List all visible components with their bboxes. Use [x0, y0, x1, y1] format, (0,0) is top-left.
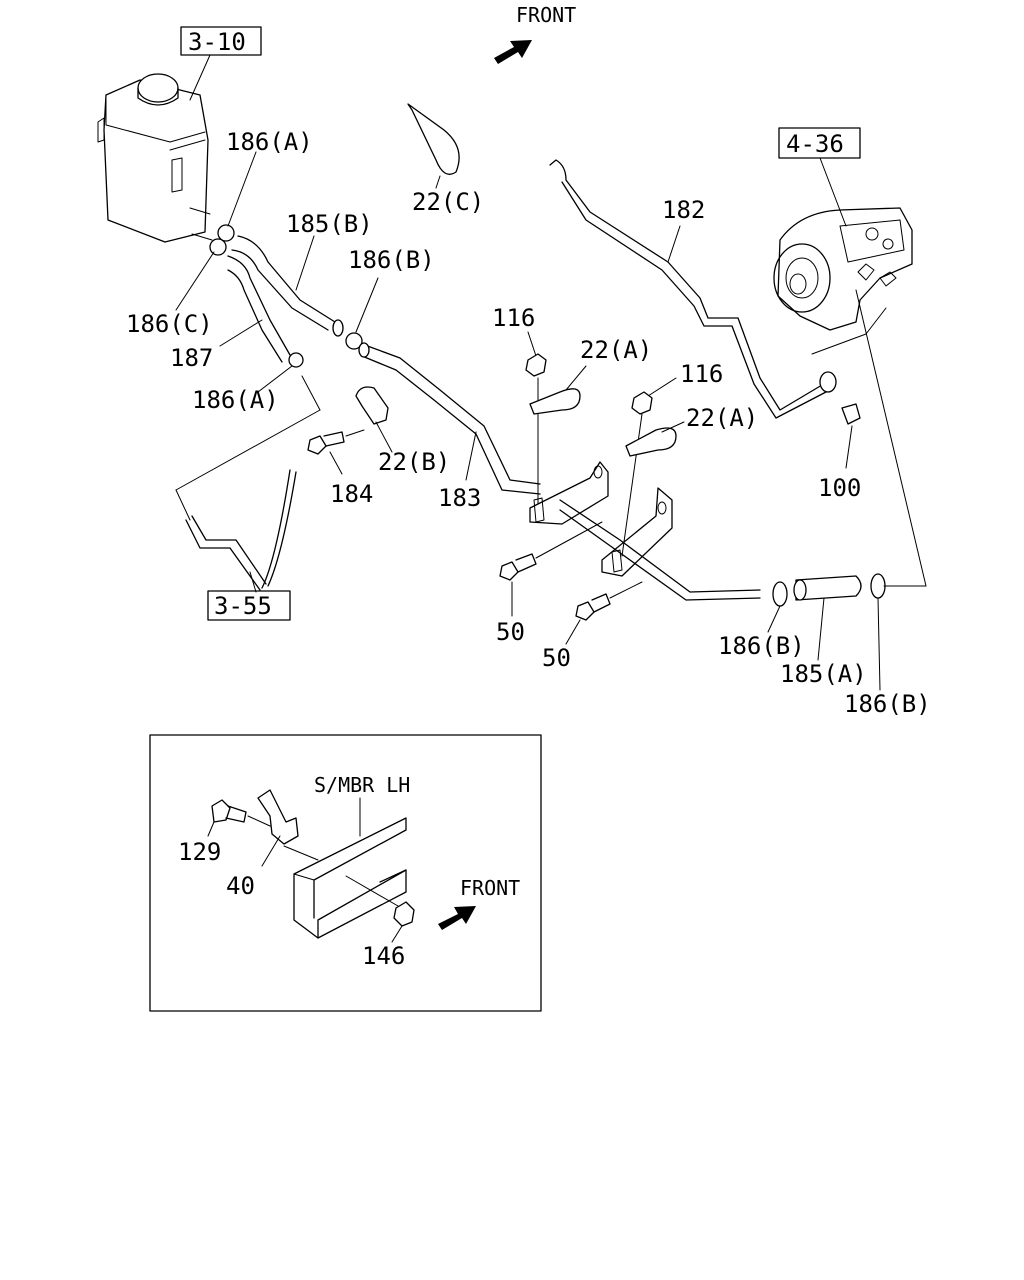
- label-187: 187: [170, 344, 213, 372]
- pipe-to-3-55: 3-55: [175, 375, 321, 621]
- label-185a: 185(A): [780, 660, 867, 688]
- label-22a-right: 22(A): [686, 404, 758, 432]
- label-185b: 185(B): [286, 210, 373, 238]
- front-label-inset: FRONT: [460, 876, 520, 900]
- ref-box-3-10: [180, 26, 262, 56]
- label-186a-bottom: 186(A): [192, 386, 279, 414]
- label-146: 146: [362, 942, 405, 970]
- label-116-left: 116: [492, 304, 535, 332]
- hose-185a-assembly: [767, 573, 927, 691]
- label-116-right: 116: [680, 360, 723, 388]
- front-arrow-inset-icon: [438, 906, 476, 930]
- label-186b-mid: 186(B): [718, 632, 805, 660]
- pipe-183: 183: [358, 342, 761, 601]
- mounting-brackets: [529, 461, 673, 577]
- label-50-a: 50: [496, 618, 525, 646]
- inset-title: S/MBR LH: [314, 773, 410, 797]
- bolts-50: 50 50: [496, 521, 643, 672]
- ref-4-36: 4-36: [786, 130, 844, 158]
- label-186c: 186(C): [126, 310, 213, 338]
- label-186b-top: 186(B): [348, 246, 435, 274]
- clip-group-left: 116 22(A): [492, 304, 652, 523]
- inset-detail-box: S/MBR LH 40 129 146 FRONT: [149, 734, 542, 1012]
- leaders-upper-left: [175, 151, 379, 393]
- ref-3-55: 3-55: [214, 592, 272, 620]
- label-50-b: 50: [542, 644, 571, 672]
- front-label-top: FRONT: [516, 3, 576, 27]
- label-182: 182: [662, 196, 705, 224]
- front-arrow-icon: [494, 40, 532, 64]
- hose-185b-and-187: [209, 224, 363, 368]
- inset-frame: [149, 734, 542, 1012]
- label-22c: 22(C): [412, 188, 484, 216]
- ref-box-3-55: [207, 590, 291, 621]
- clip-22b-and-bolt-184: 22(B) 184: [307, 386, 450, 508]
- front-indicator-top: FRONT: [494, 3, 576, 64]
- label-129: 129: [178, 838, 221, 866]
- label-100: 100: [818, 474, 861, 502]
- pipe-182: 182: [549, 159, 827, 419]
- label-186a-top: 186(A): [226, 128, 313, 156]
- label-186b-right: 186(B): [844, 690, 931, 718]
- strap-22c: 22(C): [407, 103, 484, 216]
- label-22a-left: 22(A): [580, 336, 652, 364]
- power-steering-pump: 4-36: [773, 127, 927, 587]
- label-40: 40: [226, 872, 255, 900]
- clip-group-right: 116 22(A): [611, 360, 758, 573]
- label-184: 184: [330, 480, 373, 508]
- ref-3-10: 3-10: [188, 28, 246, 56]
- label-22b: 22(B): [378, 448, 450, 476]
- fitting-100: 100: [818, 371, 861, 502]
- label-183: 183: [438, 484, 481, 512]
- reservoir-tank: 3-10: [97, 26, 262, 243]
